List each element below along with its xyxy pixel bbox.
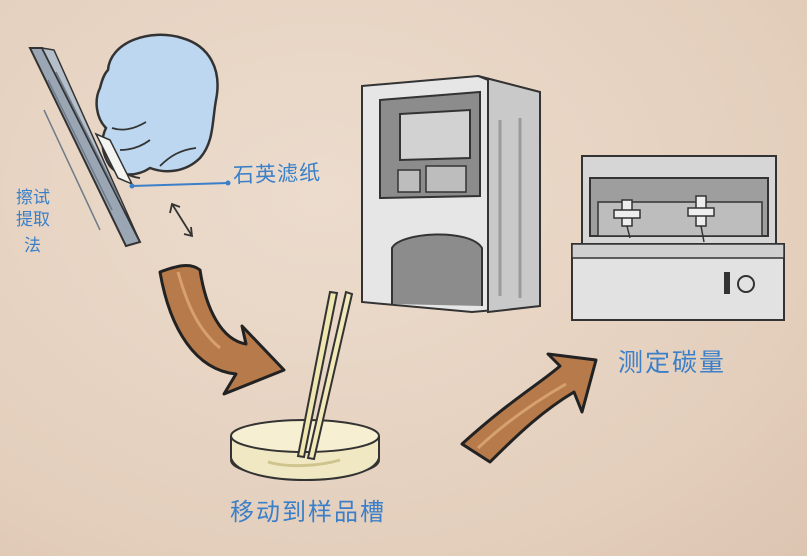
double-arrow-icon [169, 202, 194, 238]
tweezers-icon [296, 290, 354, 461]
carbon-analyzer-icon [571, 155, 785, 321]
quartz-filter-label: 石英滤纸 [232, 160, 322, 188]
flow-arrow-icon [158, 264, 286, 396]
swab-method-label: 擦试 [16, 188, 50, 208]
flow-arrow-icon [460, 352, 598, 464]
surface-panel-icon [28, 47, 142, 248]
measure-carbon-label: 测定碳量 [618, 348, 727, 377]
gloved-hand-icon [94, 33, 219, 186]
swab-method-label: 法 [24, 236, 41, 256]
analyzer-machine-icon [361, 74, 541, 314]
label-pointer [129, 180, 231, 189]
move-to-sample-slot-label: 移动到样品槽 [230, 498, 386, 526]
swab-method-label: 提取 [16, 210, 50, 230]
